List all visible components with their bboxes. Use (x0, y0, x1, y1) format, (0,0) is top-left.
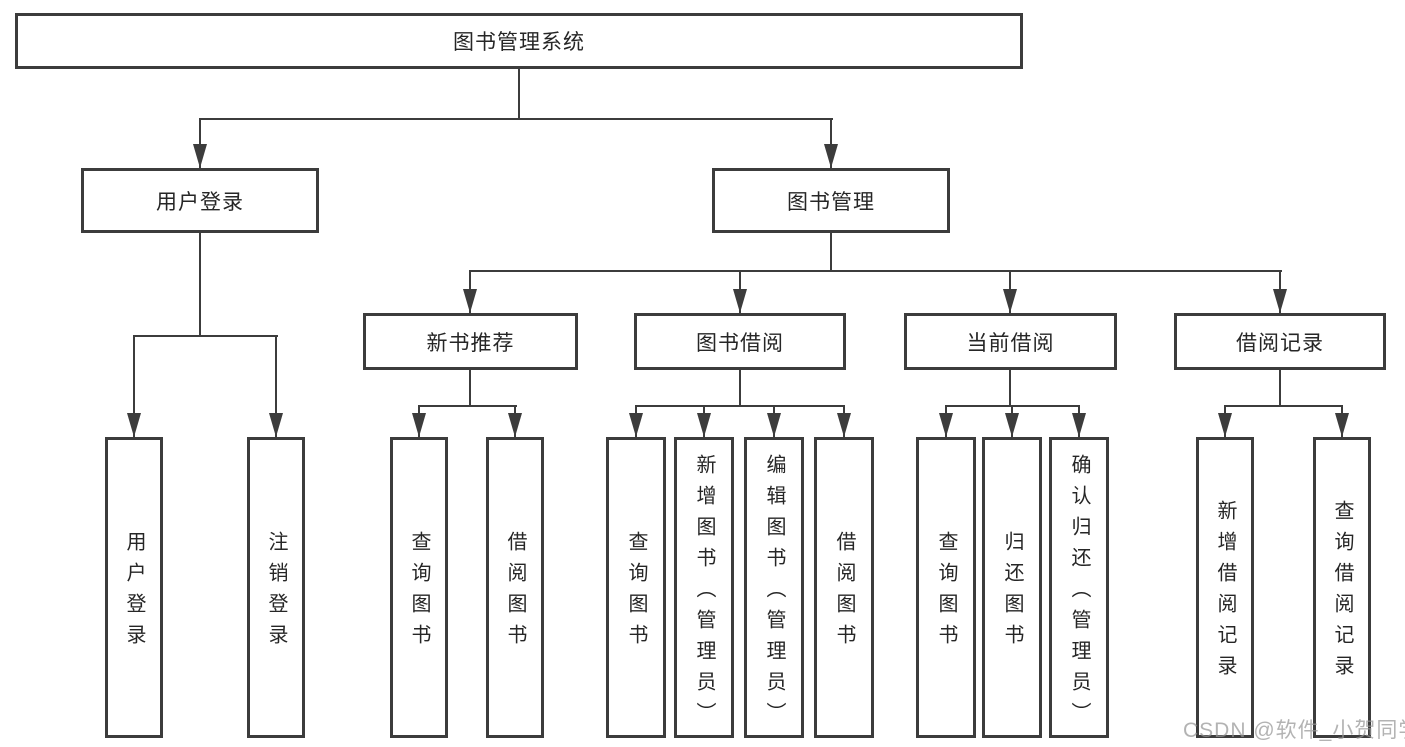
arrow-down-icon (127, 413, 141, 437)
arrow-down-icon (412, 413, 426, 437)
arrow-down-icon (837, 413, 851, 437)
node-user-login: 用户登录 (81, 168, 319, 233)
node-current-borrowing: 当前借阅 (904, 313, 1117, 370)
leaf-label: 查询图书 (935, 531, 957, 655)
arrow-down-icon (508, 413, 522, 437)
leaf-user-login: 用户登录 (105, 437, 163, 738)
node-label: 新书推荐 (426, 331, 515, 355)
arrow-down-icon (269, 413, 283, 437)
connector-line (1009, 370, 1011, 407)
leaf-label: 查询图书 (408, 531, 430, 655)
leaf-label: 查询图书 (625, 531, 647, 655)
connector-line (469, 270, 1282, 272)
leaf-label: 查询借阅记录 (1331, 500, 1353, 686)
leaf-query-borrow-record: 查询借阅记录 (1313, 437, 1371, 738)
arrow-down-icon (939, 413, 953, 437)
arrow-down-icon (1218, 413, 1232, 437)
arrow-down-icon (1273, 289, 1287, 313)
arrow-down-icon (1072, 413, 1086, 437)
leaf-label: 注销登录 (265, 531, 287, 655)
leaf-logout: 注销登录 (247, 437, 305, 738)
connector-line (518, 69, 520, 120)
connector-line (199, 118, 833, 120)
connector-line (133, 335, 278, 337)
connector-line (199, 233, 201, 337)
node-book-borrowing: 图书借阅 (634, 313, 846, 370)
connector-line (418, 405, 517, 407)
leaf-label: 新增图书（管理员） (693, 453, 715, 733)
node-label: 借阅记录 (1236, 331, 1324, 355)
node-book-management: 图书管理 (712, 168, 950, 233)
connector-line (635, 405, 845, 407)
connector-line (830, 233, 832, 272)
leaf-add-book-admin: 新增图书（管理员） (674, 437, 734, 738)
arrow-down-icon (824, 144, 838, 168)
connector-line (469, 370, 471, 407)
node-new-book-recommendation: 新书推荐 (363, 313, 578, 370)
arrow-down-icon (1335, 413, 1349, 437)
arrow-down-icon (767, 413, 781, 437)
leaf-label: 编辑图书（管理员） (763, 453, 785, 733)
leaf-label: 确认归还（管理员） (1068, 453, 1090, 733)
leaf-borrow-books-borrowing: 借阅图书 (814, 437, 874, 738)
connector-line (739, 370, 741, 407)
leaf-query-books-borrowing: 查询图书 (606, 437, 666, 738)
connector-line (133, 337, 135, 437)
node-label: 图书借阅 (696, 331, 784, 355)
leaf-label: 用户登录 (123, 531, 145, 655)
arrow-down-icon (1005, 413, 1019, 437)
leaf-query-books-current: 查询图书 (916, 437, 976, 738)
arrow-down-icon (193, 144, 207, 168)
leaf-label: 借阅图书 (504, 531, 526, 655)
leaf-label: 借阅图书 (833, 531, 855, 655)
arrow-down-icon (733, 289, 747, 313)
connector-line (275, 337, 277, 437)
leaf-label: 新增借阅记录 (1214, 500, 1236, 686)
arrow-down-icon (463, 289, 477, 313)
watermark-text: CSDN @软件_小贺同学 (1183, 719, 1405, 742)
leaf-query-books-recommend: 查询图书 (390, 437, 448, 738)
node-borrowing-records: 借阅记录 (1174, 313, 1386, 370)
connector-line (1224, 405, 1343, 407)
connector-line (945, 405, 1080, 407)
arrow-down-icon (1003, 289, 1017, 313)
node-label: 当前借阅 (966, 331, 1055, 355)
arrow-down-icon (629, 413, 643, 437)
leaf-confirm-return-admin: 确认归还（管理员） (1049, 437, 1109, 738)
node-label: 图书管理系统 (453, 31, 585, 54)
leaf-add-borrow-record: 新增借阅记录 (1196, 437, 1254, 738)
connector-line (1279, 370, 1281, 407)
node-label: 用户登录 (156, 190, 244, 214)
leaf-return-books: 归还图书 (982, 437, 1042, 738)
node-library-management-system: 图书管理系统 (15, 13, 1023, 69)
leaf-borrow-books-recommend: 借阅图书 (486, 437, 544, 738)
arrow-down-icon (697, 413, 711, 437)
leaf-label: 归还图书 (1001, 531, 1023, 655)
node-label: 图书管理 (787, 190, 875, 214)
leaf-edit-book-admin: 编辑图书（管理员） (744, 437, 804, 738)
